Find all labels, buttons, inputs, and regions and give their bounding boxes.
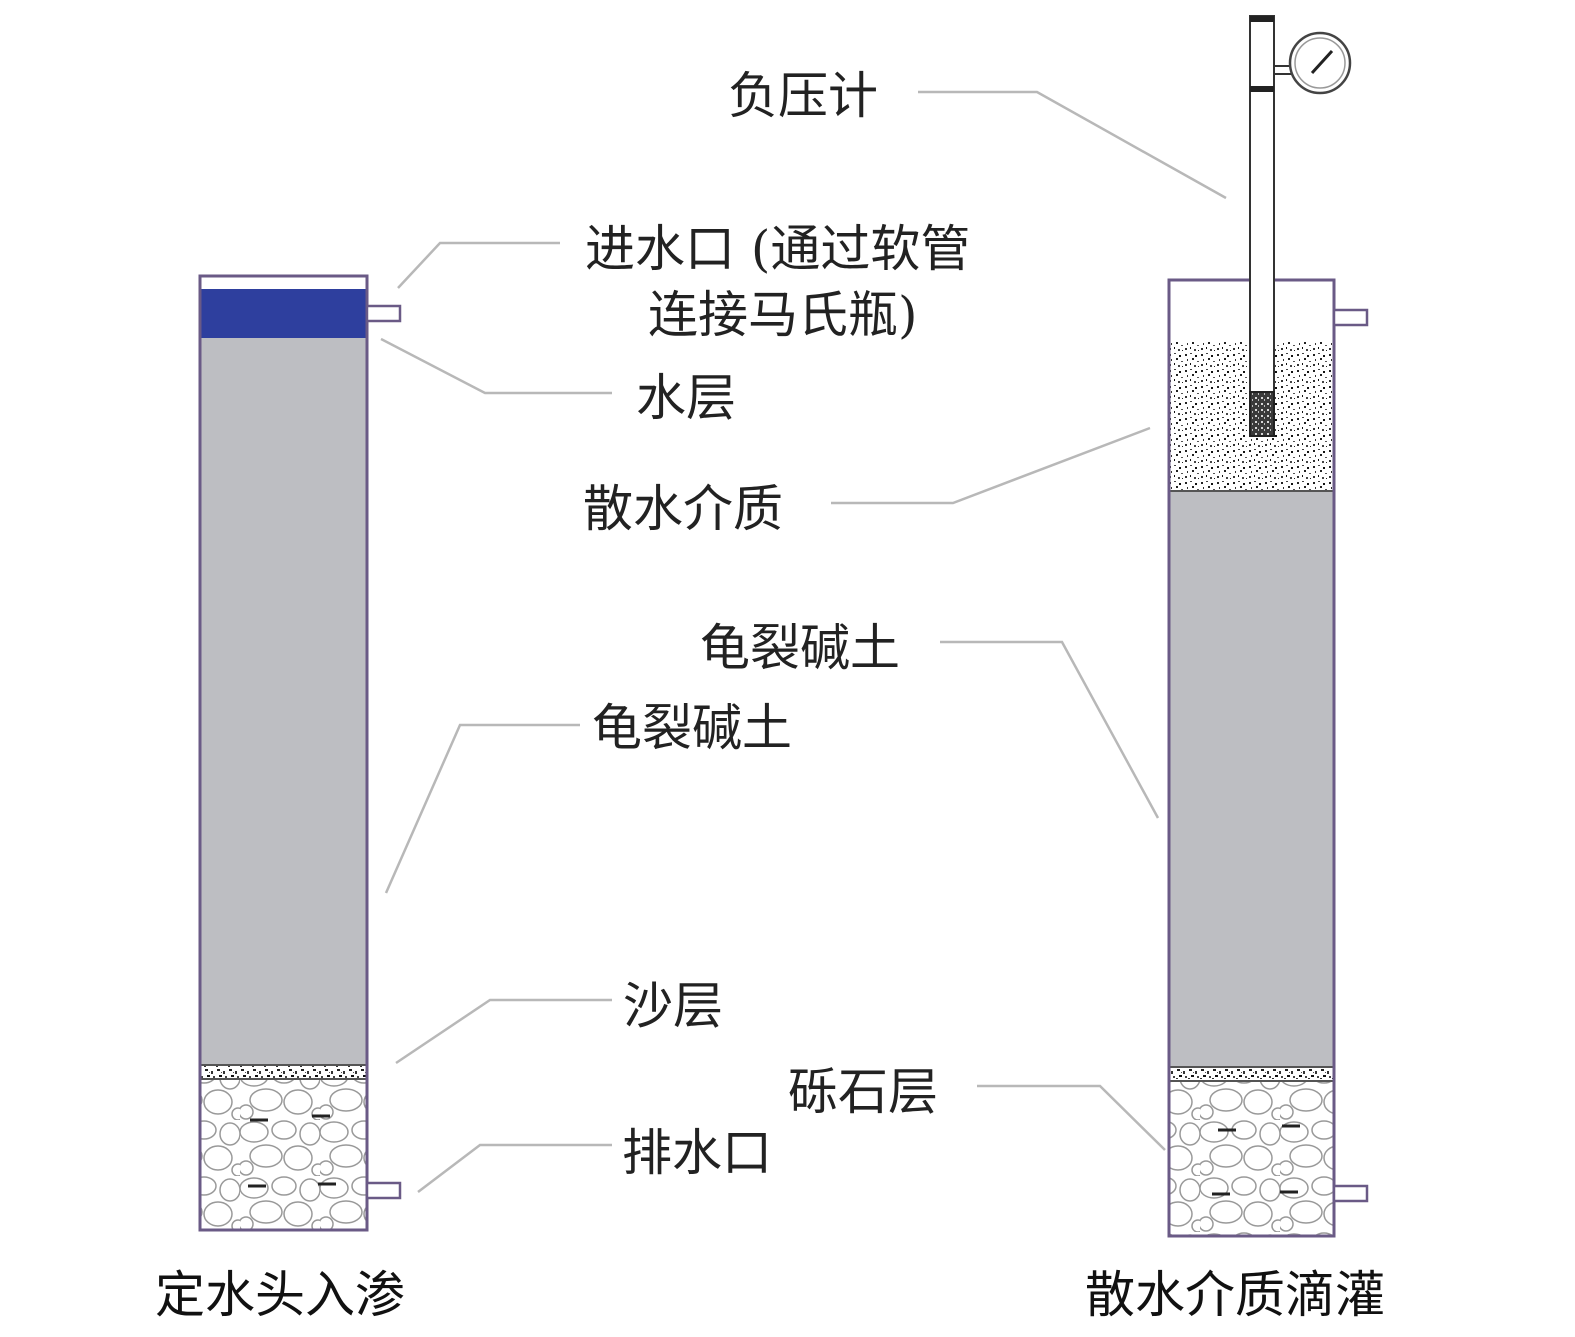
leader-gravel bbox=[977, 1084, 1166, 1151]
label-gravel: 砾石层 bbox=[788, 1063, 938, 1121]
left-column-frame bbox=[198, 274, 369, 1232]
leader-sand bbox=[395, 998, 612, 1065]
leader-lines bbox=[380, 90, 1227, 1193]
left-water-layer bbox=[201, 289, 366, 338]
label-gauge: 负压计 bbox=[728, 67, 878, 125]
right-gravel-layer bbox=[1170, 1081, 1333, 1236]
label-inlet-line2: 连接马氏瓶) bbox=[648, 286, 918, 344]
label-drain: 排水口 bbox=[622, 1124, 772, 1182]
caption-right: 散水介质滴灌 bbox=[1085, 1266, 1385, 1324]
left-gravel-layer bbox=[201, 1079, 366, 1230]
left-inlet-port bbox=[365, 304, 402, 323]
label-left-soil: 龟裂碱土 bbox=[592, 699, 792, 757]
label-water-layer: 水层 bbox=[636, 369, 736, 427]
leader-medium bbox=[831, 426, 1151, 505]
tensiometer-tube bbox=[1249, 15, 1275, 393]
leader-right-soil bbox=[940, 640, 1160, 819]
leader-gauge bbox=[918, 90, 1227, 200]
left-drain-port bbox=[365, 1181, 402, 1200]
left-sand-layer bbox=[201, 1065, 366, 1079]
label-sand: 沙层 bbox=[623, 977, 723, 1035]
label-medium: 散水介质 bbox=[583, 480, 783, 538]
right-sand-layer bbox=[1170, 1067, 1333, 1081]
leader-drain bbox=[417, 1143, 612, 1193]
right-drain-port bbox=[1332, 1184, 1369, 1203]
leader-left-soil bbox=[384, 723, 580, 894]
label-inlet-line1: 进水口 (通过软管 bbox=[585, 220, 970, 278]
tensiometer bbox=[1249, 15, 1352, 437]
tensiometer-probe-tip bbox=[1249, 391, 1275, 437]
left-soil-layer bbox=[201, 338, 366, 1065]
caption-left: 定水头入渗 bbox=[155, 1266, 405, 1324]
left-column bbox=[198, 274, 402, 1232]
right-upper-port bbox=[1332, 308, 1369, 327]
right-soil-layer bbox=[1170, 491, 1333, 1067]
label-right-soil: 龟裂碱土 bbox=[700, 619, 900, 677]
right-column bbox=[1167, 15, 1369, 1238]
labels: 负压计 进水口 (通过软管 连接马氏瓶) 水层 散水介质 龟裂碱土 龟裂碱土 沙… bbox=[583, 67, 970, 1182]
gauge-dial-icon bbox=[1288, 31, 1352, 95]
leader-water-layer bbox=[380, 337, 612, 395]
leader-inlet bbox=[397, 241, 560, 289]
